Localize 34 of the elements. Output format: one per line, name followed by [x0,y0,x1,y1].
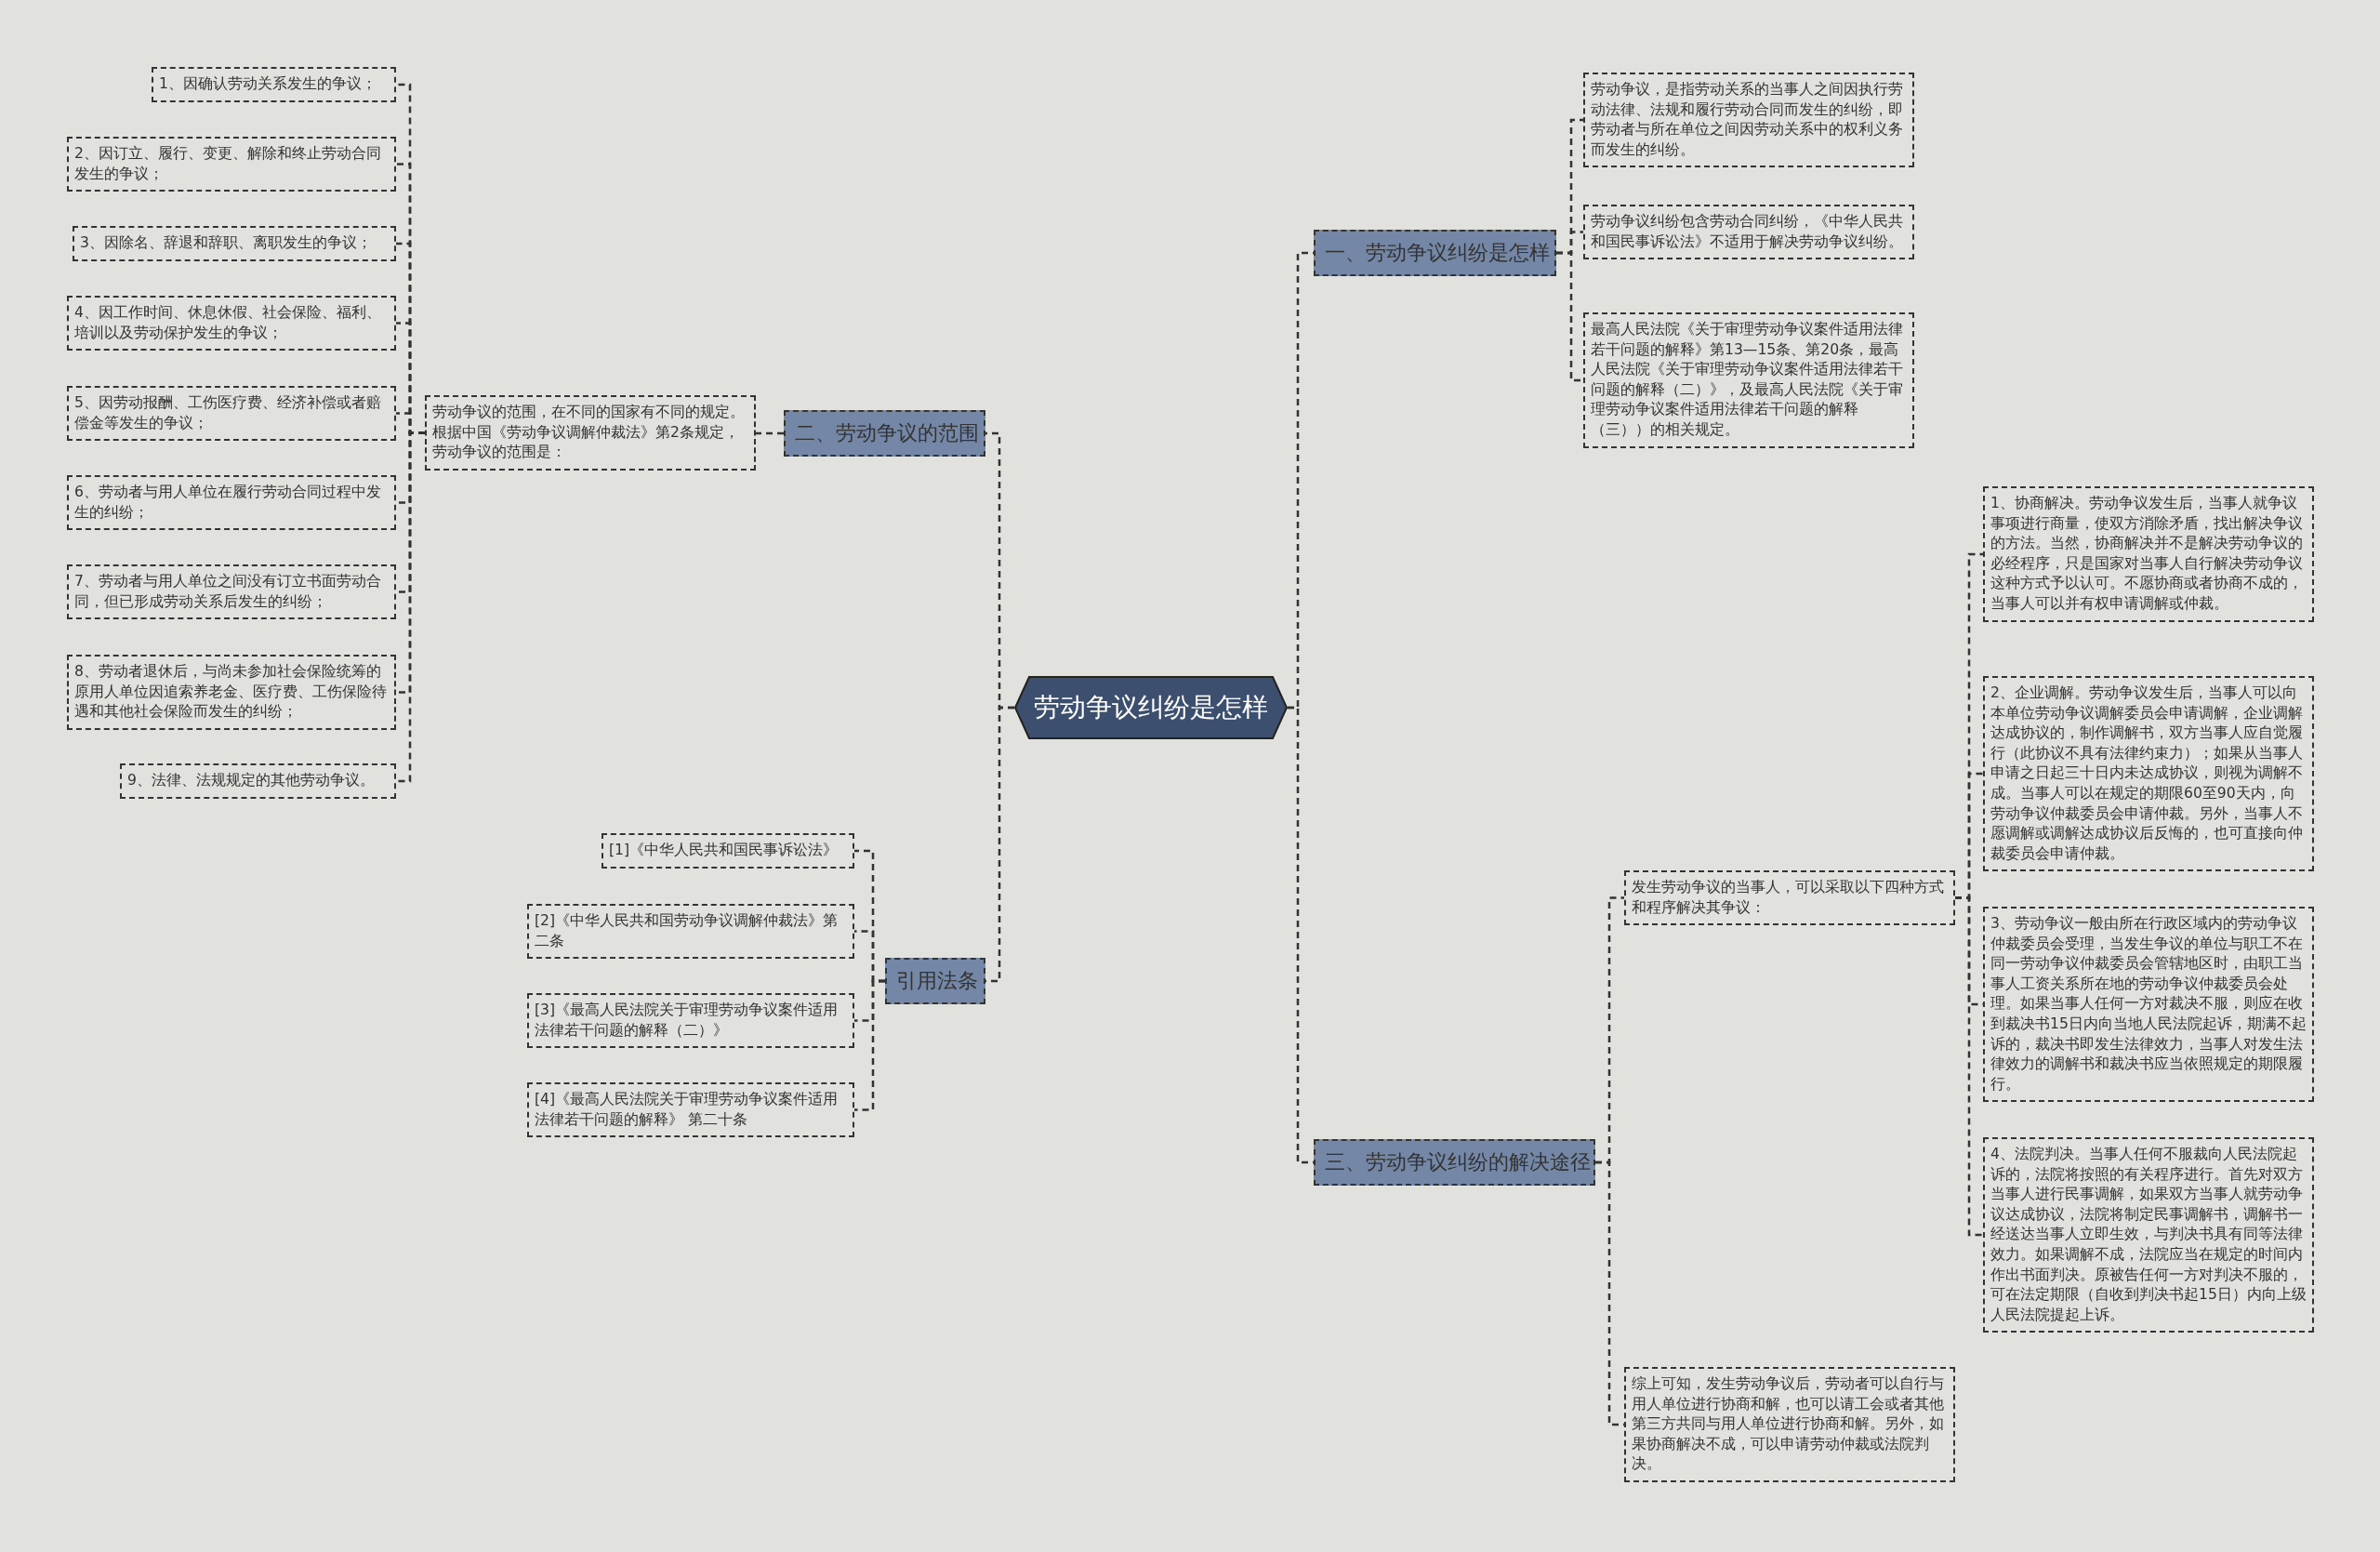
text-box: 劳动争议的范围，在不同的国家有不同的规定。根据中国《劳动争议调解仲裁法》第2条规定，劳动争议的范围是： [425,395,756,471]
topic-box: 二、劳动争议的范围 [784,410,985,457]
text-box: 2、企业调解。劳动争议发生后，当事人可以向本单位劳动争议调解委员会申请调解，企业调解达成协议的，制作调解书，双方当事人应自觉履行（此协议不具有法律约束力）；如果从当事人申请之日起三十日内未达成协议，则视为调解不成。当事人可以在规定的期限60至90天内，向劳动争议仲裁委员会申请仲裁。另外，当事人不愿调解或调解达成协议后反悔的，也可直接向仲裁委员会申请仲裁。 [1983,676,2314,872]
text-box: [3]《最高人民法院关于审理劳动争议案件适用法律若干问题的解释（二）》 [527,993,854,1049]
connector-line [396,431,425,783]
text-box: 7、劳动者与用人单位之间没有订立书面劳动合同，但已形成劳动关系后发生的纠纷； [67,564,396,620]
text-box: 最高人民法院《关于审理劳动争议案件适用法律若干问题的解释》第13—15条、第20条，最高人民法院《关于审理劳动争议案件适用法律若干问题的解释（二）》，及最高人民法院《关于审理劳动争议案件适用法律若干问题的解释（三））的相关规定。 [1583,312,1914,448]
central-topic: 劳动争议纠纷是怎样 [1014,676,1288,739]
text-box: 2、因订立、履行、变更、解除和终止劳动合同发生的争议； [67,137,396,192]
connector-line [1955,896,1983,1237]
text-box: 5、因劳动报酬、工伤医疗费、经济补偿或者赔偿金等发生的争议； [67,386,396,442]
text-box: [1]《中华人民共和国民事诉讼法》 [602,833,854,869]
text-box: [4]《最高人民法院关于审理劳动争议案件适用法律若干问题的解释》 第二十条 [527,1082,854,1138]
topic-box: 三、劳动争议纠纷的解决途径 [1314,1139,1595,1186]
text-box: 1、协商解决。劳动争议发生后，当事人就争议事项进行商量，使双方消除矛盾，找出解决争议的方法。当然，协商解决并不是解决劳动争议的必经程序，只是国家对当事人自行解决劳动争议这种方式予以认可。不愿协商或者协商不成的，当事人可以并有权申请调解或仲裁。 [1983,486,2314,622]
text-box: 劳动争议纠纷包含劳动合同纠纷，《中华人民共和国民事诉讼法》不适用于解决劳动争议纠纷。 [1583,205,1914,260]
text-box: [2]《中华人民共和国劳动争议调解仲裁法》第二条 [527,904,854,960]
text-box: 4、法院判决。当事人任何不服裁向人民法院起诉的，法院将按照的有关程序进行。首先对双方当事人进行民事调解，如果双方当事人就劳动争议达成协议，法院将制定民事调解书，调解书一经送达当事人立即生效，与判决书具有同等法律效力。如果调解不成，法院应当在规定的时间内作出书面判决。原被告任何一方对判决不服的，可在法定期限（自收到判决书起15日）内向上级人民法院提起上诉。 [1983,1137,2314,1333]
text-box: 9、法律、法规规定的其他劳动争议。 [120,763,396,799]
connector-line [1595,1161,1624,1426]
text-box: 劳动争议，是指劳动关系的当事人之间因执行劳动法律、法规和履行劳动合同而发生的纠纷，即劳动者与所在单位之间因劳动关系中的权利义务而发生的纠纷。 [1583,73,1914,168]
text-box: 6、劳动者与用人单位在履行劳动合同过程中发生的纠纷； [67,475,396,531]
text-box: 3、因除名、辞退和辞职、离职发生的争议； [73,226,396,261]
topic-box: 引用法条 [885,958,985,1004]
connector-line [756,431,784,435]
text-box: 综上可知，发生劳动争议后，劳动者可以自行与用人单位进行协商和解，也可以请工会或者其他第三方共同与用人单位进行协商和解。另外，如果协商解决不成，可以申请劳动仲裁或法院判决。 [1624,1367,1955,1482]
text-box: 发生劳动争议的当事人，可以采取以下四种方式和程序解决其争议： [1624,870,1955,926]
text-box: 8、劳动者退休后，与尚未参加社会保险统筹的原用人单位因追索养老金、医疗费、工伤保险待遇和其他社会保险而发生的纠纷； [67,655,396,730]
connector-line [1556,251,1583,382]
text-box: 3、劳动争议一般由所在行政区域内的劳动争议仲裁委员会受理，当发生争议的单位与职工不在同一劳动争议仲裁委员会管辖地区时，由职工当事人工资关系所在地的劳动争议仲裁委员会处理。如果当事人任何一方对裁决不服，则应在收到裁决书15日内向当地人民法院起诉，期满不起诉的，裁决书即发生法律效力，当事人对发生法律效力的调解书和裁决书应当依照规定的期限履行。 [1983,907,2314,1103]
connector-line [854,979,885,1111]
topic-box: 一、劳动争议纠纷是怎样 [1314,230,1556,276]
text-box: 4、因工作时间、休息休假、社会保险、福利、培训以及劳动保护发生的争议； [67,296,396,352]
text-box: 1、因确认劳动关系发生的争议； [152,67,396,102]
